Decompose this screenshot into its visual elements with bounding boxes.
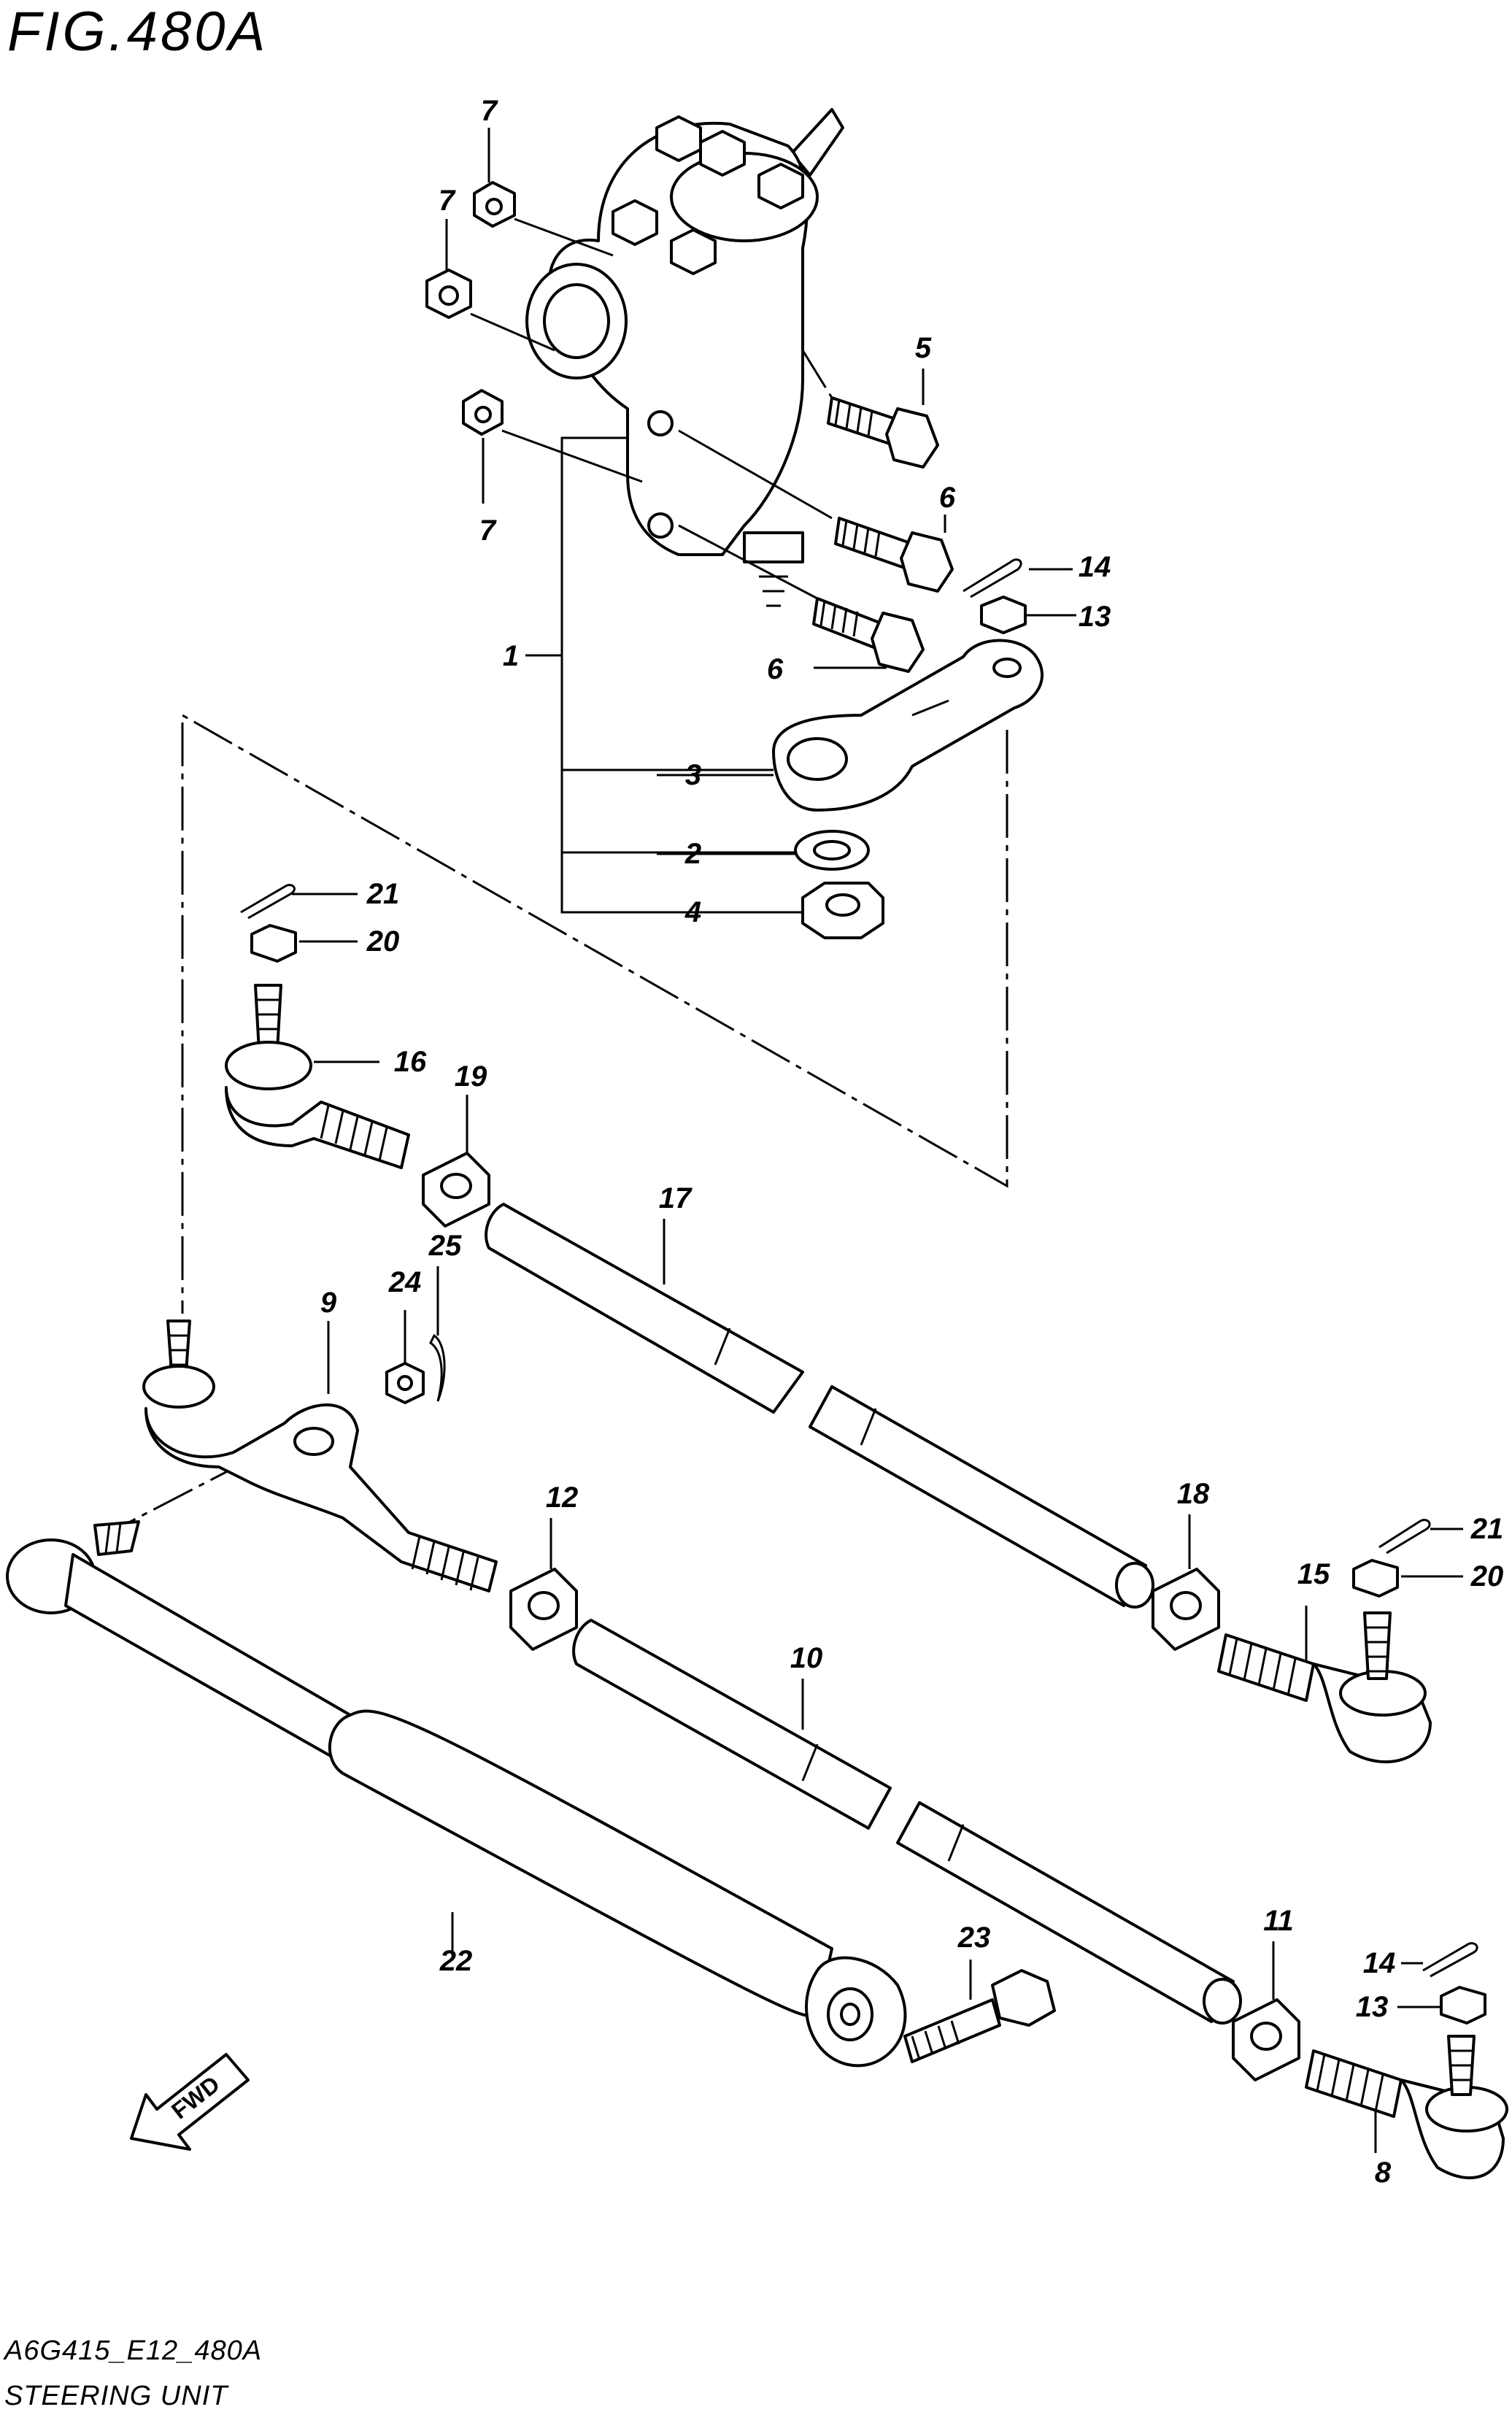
cotter-pin-14-bottom: [1422, 1942, 1478, 1978]
callout-19: 19: [455, 1060, 487, 1093]
callout-8: 8: [1375, 2157, 1392, 2189]
cotter-pin-21-right: [1378, 1519, 1431, 1555]
callout-21-right: 21: [1470, 1513, 1504, 1545]
callout-7-middle: 7: [439, 185, 456, 217]
bolt-5: [827, 396, 939, 469]
callout-13-top: 13: [1079, 601, 1111, 633]
steering-gear-box: [525, 108, 844, 607]
callout-labels: 7 7 7 5 6 6 14 13 1 3 2 4 21 20 16 19 17…: [320, 95, 1503, 2189]
tie-rod-end-8: [1305, 2035, 1508, 2180]
callout-16: 16: [394, 1046, 427, 1078]
callout-20-left: 20: [366, 925, 400, 958]
tie-rod-end-16: [225, 984, 410, 1169]
nut-24: [385, 1362, 425, 1404]
adjuster-11: [1232, 1998, 1300, 2081]
callout-22: 22: [439, 1945, 473, 1977]
callout-14-top: 14: [1079, 551, 1111, 583]
tie-rod-end-15: [1217, 1611, 1432, 1763]
bolt-6-upper: [834, 517, 954, 593]
callout-6-lower: 6: [767, 653, 784, 685]
callout-10: 10: [790, 1642, 823, 1674]
fwd-direction-arrow: FWD: [130, 2053, 250, 2151]
callout-2: 2: [684, 838, 701, 870]
cotter-pin-14-top: [963, 558, 1022, 598]
callout-20-right: 20: [1470, 1560, 1504, 1592]
figure-code: A6G415_E12_480A: [4, 2335, 263, 2366]
callout-11: 11: [1263, 1905, 1294, 1937]
leader-lines: [292, 128, 1463, 2153]
washer-7-bottom: [462, 389, 504, 436]
gear-box-bolt-heads: [612, 115, 804, 275]
nut-20-right: [1352, 1559, 1399, 1598]
callout-13-bottom: 13: [1356, 1991, 1389, 2023]
callout-15: 15: [1297, 1558, 1330, 1590]
callout-7-bottom: 7: [479, 515, 497, 547]
steering-damper-22: [6, 1520, 907, 2068]
callout-23: 23: [957, 1922, 991, 1954]
nut-4: [801, 882, 884, 939]
callout-12: 12: [546, 1482, 579, 1514]
tie-rod-17: [485, 1203, 1154, 1609]
lock-washer-2: [794, 830, 870, 871]
callout-14-bottom: 14: [1363, 1947, 1396, 1979]
figure-name: STEERING UNIT: [4, 2381, 228, 2411]
pitman-arm-3: [772, 639, 1044, 812]
callout-25: 25: [428, 1230, 462, 1262]
nut-20-left: [250, 924, 297, 963]
callout-3: 3: [685, 759, 701, 791]
adjuster-12: [509, 1568, 578, 1651]
tie-rod-10: [572, 1619, 1242, 2025]
adjuster-18: [1152, 1568, 1220, 1651]
washer-7-top: [473, 181, 516, 228]
callout-18: 18: [1177, 1478, 1210, 1510]
cotter-pin-21-left: [240, 884, 296, 920]
callout-17: 17: [659, 1182, 693, 1214]
callout-6-upper: 6: [939, 482, 956, 514]
washer-7-middle: [425, 269, 472, 319]
callout-1: 1: [503, 640, 519, 672]
callout-4: 4: [684, 896, 701, 928]
adjuster-19: [422, 1152, 490, 1228]
callout-21-left: 21: [366, 878, 400, 910]
callout-7-top: 7: [481, 95, 498, 127]
callout-5: 5: [915, 332, 932, 364]
nut-13-bottom: [1440, 1986, 1486, 2025]
figure-title: FIG.480A: [7, 1, 269, 63]
nut-13-top: [980, 596, 1027, 634]
bolt-23: [903, 1969, 1056, 2063]
center-link-9: [142, 1320, 498, 1592]
callout-9: 9: [320, 1287, 337, 1319]
callout-24: 24: [388, 1266, 422, 1298]
bolt-6-lower: [812, 597, 925, 673]
cotter-pin-25: [429, 1333, 446, 1402]
